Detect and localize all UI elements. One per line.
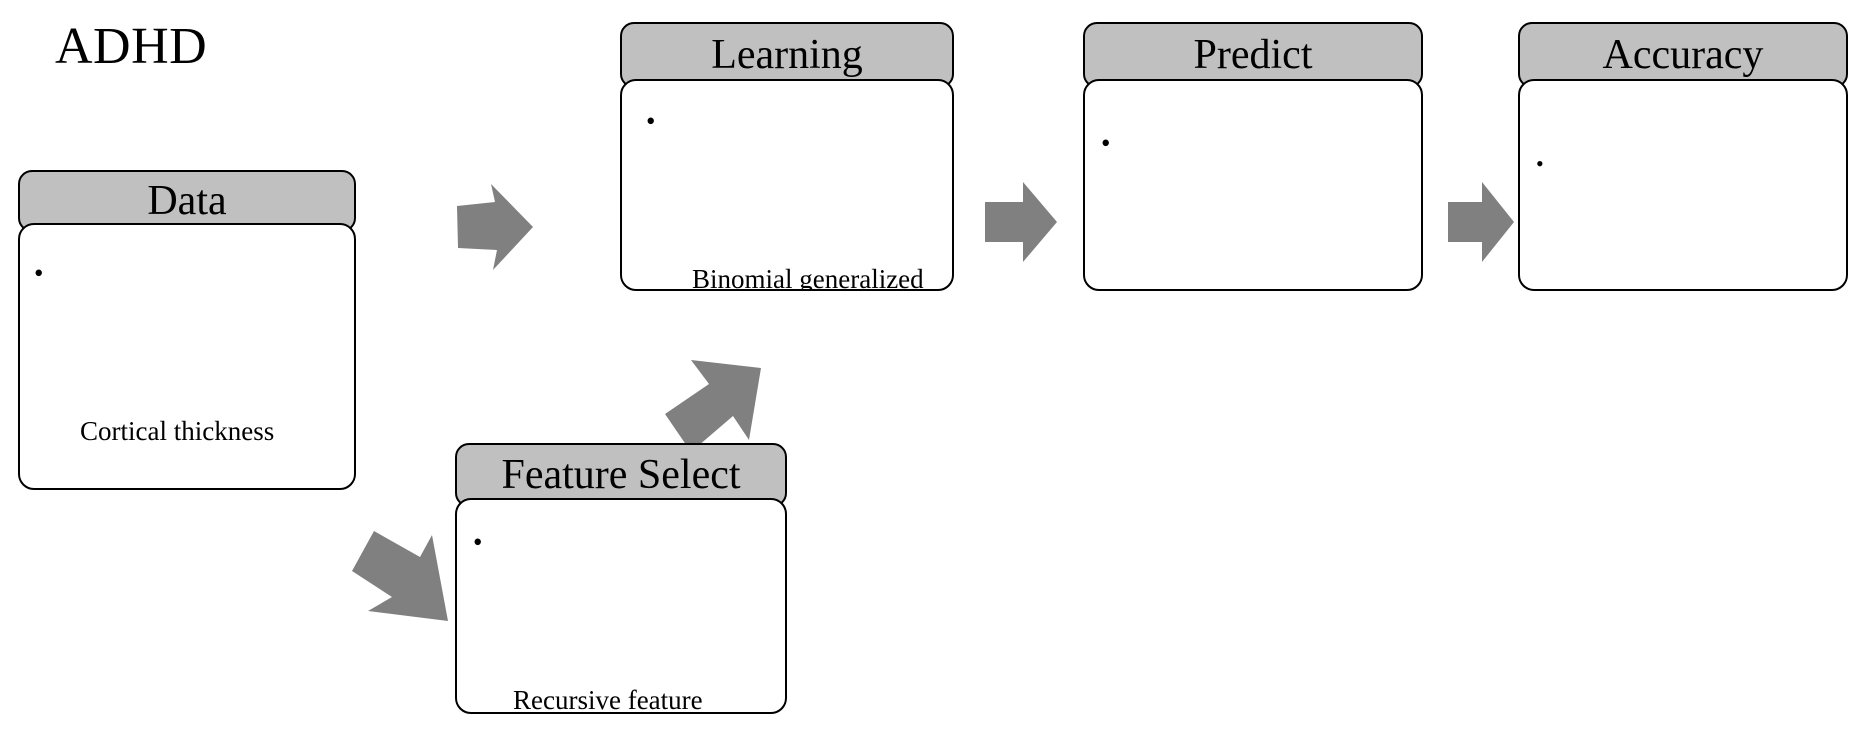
- node-feature-header: Feature Select: [455, 443, 787, 507]
- arrow-up-right-icon-feature-to-learning: [665, 352, 775, 462]
- arrow-right-icon-predict-to-accuracy: [1448, 180, 1514, 264]
- node-predict[interactable]: Predict • Cross Validation (2 fold，Rando…: [1083, 22, 1423, 322]
- list-item-label: Recursive feature elimination with cross…: [513, 684, 703, 714]
- list-item-label: Binomial generalized linear model: [692, 263, 924, 291]
- node-data[interactable]: Data • Cortical thickness • Brain volume…: [0, 170, 376, 510]
- node-accuracy[interactable]: Accuracy • ROC: [1518, 22, 1848, 322]
- list-item-label: Cortical thickness: [80, 415, 275, 446]
- bullet-icon: •: [646, 106, 656, 136]
- node-predict-header: Predict: [1083, 22, 1423, 88]
- node-data-header: Data: [18, 170, 356, 232]
- list-item: • Cross Validation (2 fold，Random): [1085, 117, 1421, 289]
- arrow-right-icon-learning-to-predict: [985, 180, 1057, 264]
- node-predict-bullet-list: • Cross Validation (2 fold，Random): [1085, 117, 1421, 289]
- node-predict-body: • Cross Validation (2 fold，Random): [1083, 79, 1423, 291]
- node-learning[interactable]: Learning • Binomial generalized linear m…: [620, 22, 954, 322]
- node-accuracy-header: Accuracy: [1518, 22, 1848, 88]
- node-feature[interactable]: Feature Select • Recursive feature elimi…: [455, 443, 787, 738]
- arrow-right-icon-data-to-learning: [455, 182, 535, 272]
- node-accuracy-bullet-list: • ROC: [1520, 143, 1846, 289]
- node-feature-bullet-list: • Recursive feature elimination with cro…: [457, 516, 785, 714]
- node-feature-body: • Recursive feature elimination with cro…: [455, 498, 787, 714]
- list-item-label: Cross Validation (2 fold，Random): [1147, 275, 1421, 289]
- node-accuracy-body: • ROC: [1518, 79, 1848, 291]
- list-item: • Cortical thickness: [20, 247, 354, 488]
- arrow-down-right-icon-data-to-feature: [352, 525, 462, 635]
- list-item: • Recursive feature elimination with cro…: [457, 516, 785, 714]
- node-learning-body: • Binomial generalized linear model: [620, 79, 954, 291]
- bullet-icon: •: [34, 258, 44, 288]
- list-item: • Binomial generalized linear model: [622, 95, 952, 291]
- bullet-icon: •: [1536, 151, 1544, 176]
- node-data-bullet-list: • Cortical thickness • Brain volume • Ag…: [20, 247, 354, 488]
- page-title: ADHD: [55, 18, 208, 75]
- bullet-icon: •: [1101, 128, 1111, 158]
- list-item: • ROC: [1520, 143, 1846, 289]
- node-data-body: • Cortical thickness • Brain volume • Ag…: [18, 223, 356, 490]
- node-learning-bullet-list: • Binomial generalized linear model: [622, 95, 952, 291]
- bullet-icon: •: [473, 527, 483, 557]
